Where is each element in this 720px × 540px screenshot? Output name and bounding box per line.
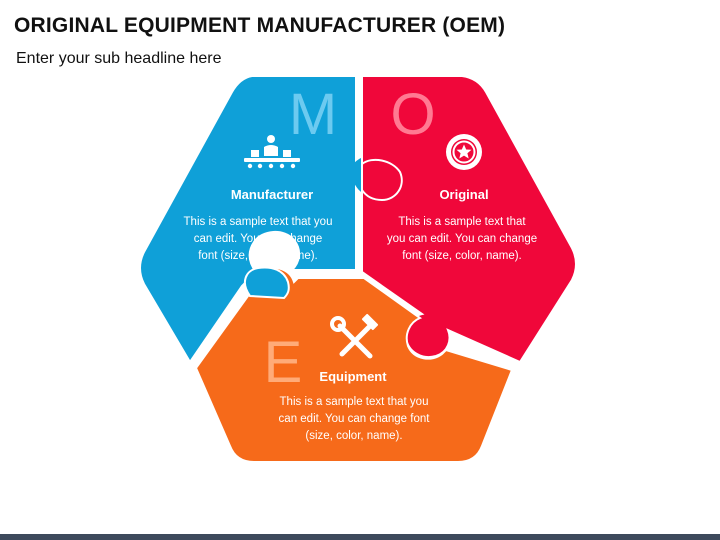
original-desc-line: This is a sample text that (398, 216, 526, 228)
star-badge-icon (446, 134, 482, 170)
manufacturer-description: This is a sample text that you can edit.… (184, 216, 333, 262)
equipment-desc-line: (size, color, name). (305, 430, 402, 442)
bottom-accent-bar (0, 534, 720, 540)
page-subtitle: Enter your sub headline here (16, 50, 222, 67)
equipment-desc-line: This is a sample text that you (280, 396, 429, 408)
equipment-label: Equipment (319, 369, 387, 384)
equipment-desc-line: can edit. You can change font (279, 413, 431, 425)
equipment-letter: E (264, 330, 303, 395)
factory-worker-conveyor-icon (244, 135, 300, 169)
original-label: Original (439, 187, 488, 202)
manufacturer-desc-line: can edit. You can change (194, 233, 323, 245)
manufacturer-letter: M (289, 82, 337, 147)
equipment-description: This is a sample text that you can edit.… (279, 396, 431, 442)
manufacturer-label: Manufacturer (231, 187, 313, 202)
manufacturer-desc-line: font (size, color, name). (198, 250, 318, 262)
manufacturer-desc-line: This is a sample text that you (184, 216, 333, 228)
hammer-wrench-icon (330, 313, 379, 359)
original-desc-line: font (size, color, name). (402, 250, 522, 262)
original-desc-line: you can edit. You can change (387, 233, 537, 245)
original-letter: O (390, 82, 435, 147)
page-title: ORIGINAL EQUIPMENT MANUFACTURER (OEM) (14, 14, 506, 37)
manufacturer-bump (243, 266, 290, 300)
original-description: This is a sample text that you can edit.… (387, 216, 537, 262)
